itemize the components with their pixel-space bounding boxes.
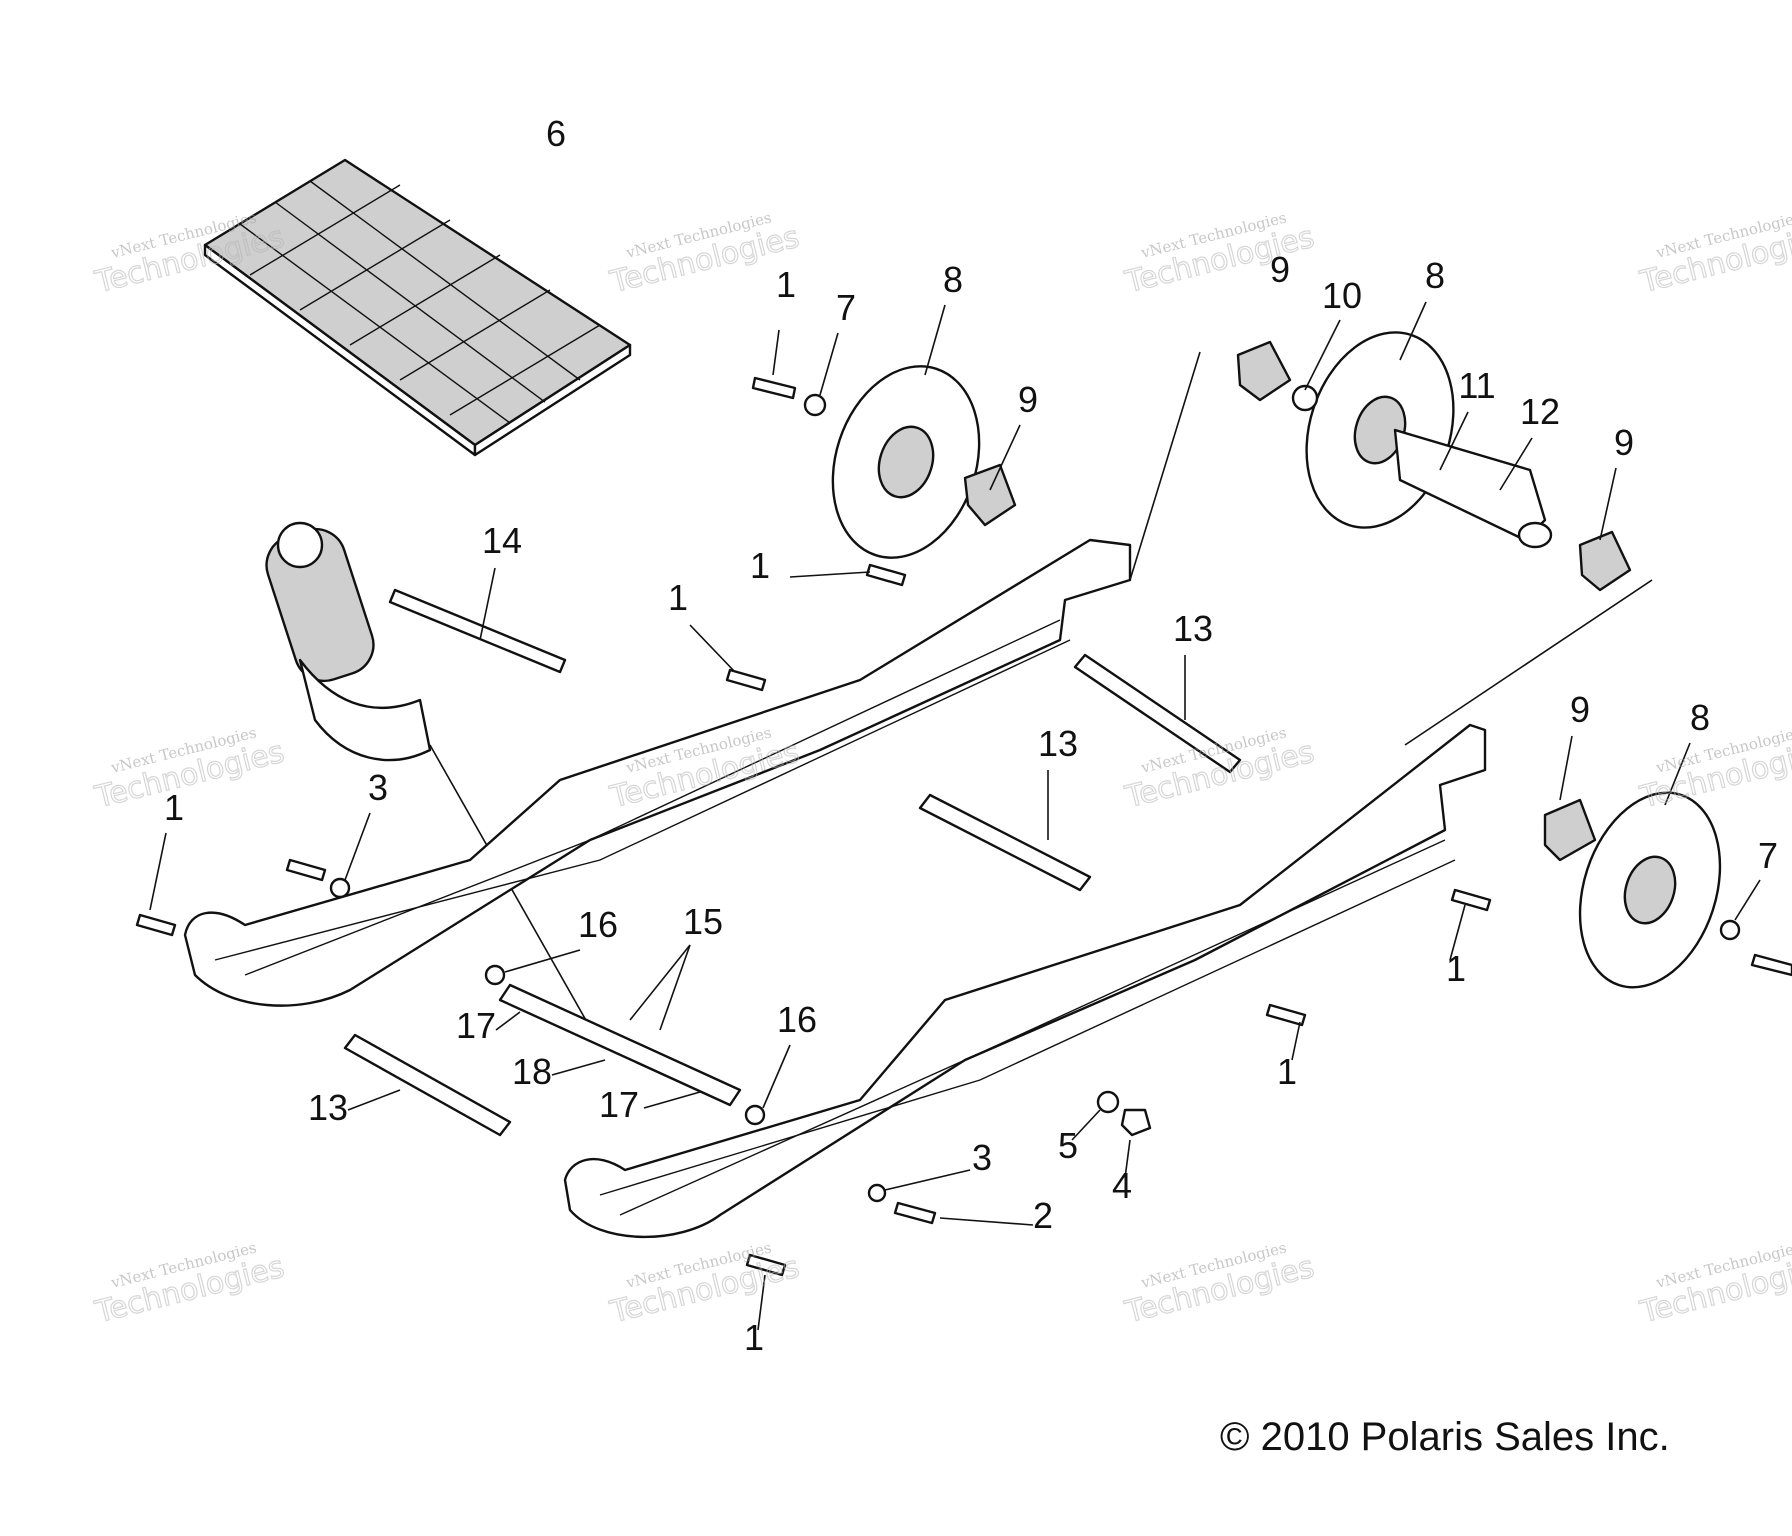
callout-7: 7 [836,287,856,328]
part-right-rail [563,723,1487,1239]
callout-1: 1 [1277,1051,1297,1092]
callout-2: 2 [1033,1195,1053,1236]
callout-13: 13 [1038,723,1078,764]
part-fasteners [135,376,1792,1277]
callout-14: 14 [482,520,522,561]
callout-3: 3 [368,767,388,808]
part-cross-shafts [343,588,1242,1137]
copyright-text: © 2010 Polaris Sales Inc. [1220,1415,1670,1459]
callout-7: 7 [1758,835,1778,876]
callout-1: 1 [776,264,796,305]
part-bearing-spacers [963,340,1632,862]
callout-18: 18 [512,1051,552,1092]
callout-10: 10 [1322,275,1362,316]
callout-16: 16 [578,904,618,945]
callout-16: 16 [777,999,817,1040]
callout-8: 8 [1690,697,1710,738]
callout-17: 17 [456,1005,496,1046]
part-idler-wheel-top-right [1305,331,1455,529]
callout-1: 1 [750,545,770,586]
leader-lines [149,301,1761,1331]
callout-15: 15 [683,901,723,942]
callout-3: 3 [972,1137,992,1178]
callout-9: 9 [1270,249,1290,290]
part-idler-wheel-top-left [831,365,981,559]
part-slide-pad [203,158,632,457]
part-left-rail [183,538,1132,1007]
callout-1: 1 [668,577,688,618]
part-axle [1393,428,1553,549]
part-shock-absorber [265,521,601,1046]
callout-11: 11 [1458,365,1495,406]
callout-8: 8 [1425,255,1445,296]
callout-4: 4 [1112,1165,1132,1206]
callout-17: 17 [599,1084,639,1125]
callout-8: 8 [943,259,963,300]
callout-5: 5 [1058,1125,1078,1166]
callout-9: 9 [1570,689,1590,730]
callout-9: 9 [1018,379,1038,420]
callout-9: 9 [1614,422,1634,463]
callout-12: 12 [1520,391,1560,432]
callout-13: 13 [308,1087,348,1128]
callout-1: 1 [1446,948,1466,989]
callout-6: 6 [546,113,566,154]
callout-13: 13 [1173,608,1213,649]
callout-1: 1 [744,1317,764,1358]
callout-1: 1 [164,787,184,828]
part-idler-wheel-bottom-right [1578,791,1722,989]
